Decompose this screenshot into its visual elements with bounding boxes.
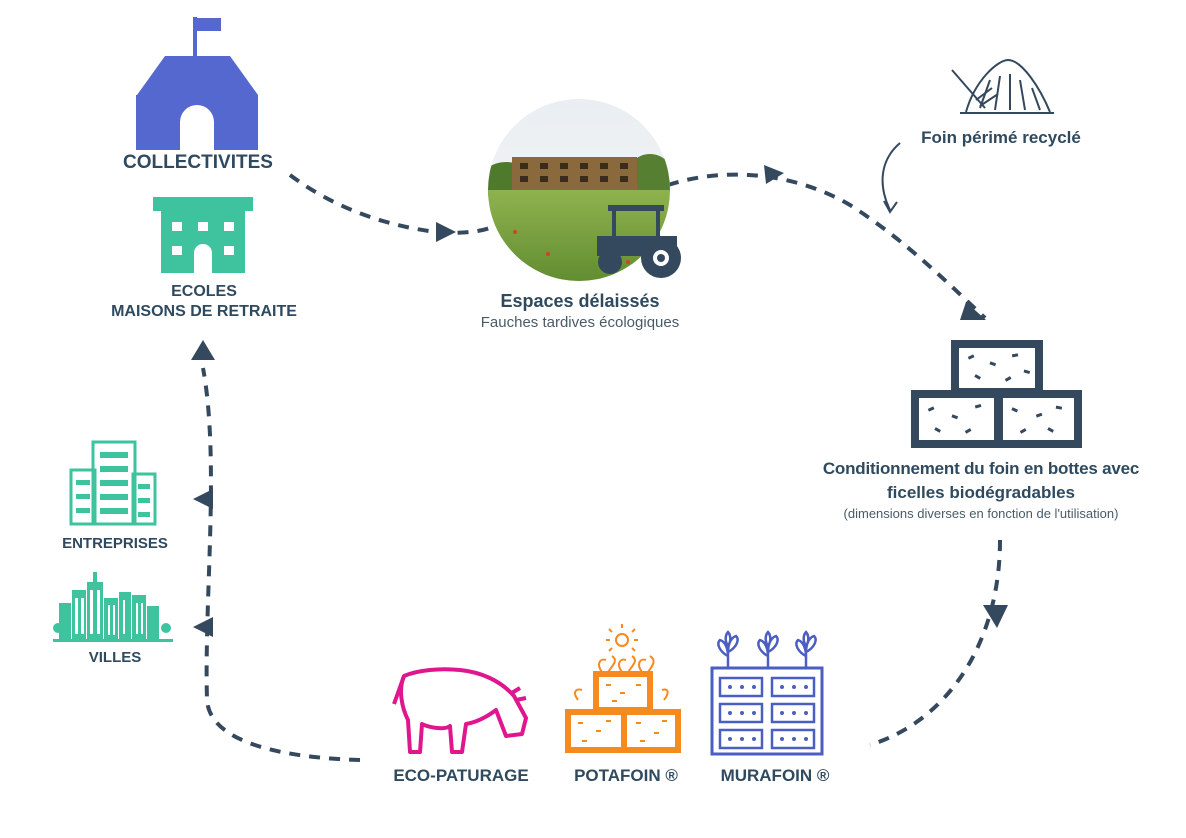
villes-label: VILLES (88, 649, 142, 666)
arrow-products-to-ecoles (201, 367, 361, 762)
arrowhead-entreprises (193, 489, 213, 509)
school-building-icon (153, 197, 253, 273)
espaces-subtitle: Fauches tardives écologiques (480, 314, 680, 331)
meadow-tractor-icon (488, 99, 681, 281)
ecoles-label: ECOLES MAISONS DE RETRAITE (86, 282, 322, 322)
hay-bales-icon (911, 340, 1082, 448)
entreprises-label: ENTREPRISES (62, 535, 168, 552)
ecoles-line2: MAISONS DE RETRAITE (111, 303, 297, 320)
flow-arrows (201, 172, 1002, 762)
conditionnement-label: Conditionnement du foin en bottes avec f… (776, 457, 1186, 523)
arrowhead-espaces (436, 222, 456, 242)
arrow-bottes-to-products (869, 539, 1002, 747)
espaces-label: Espaces délaissés Fauches tardives écolo… (430, 290, 730, 334)
foin-label: Foin périmé recyclé (921, 128, 1081, 147)
foin-curve-arrow (881, 142, 901, 211)
arrow-heads (191, 165, 1008, 637)
town-hall-icon (136, 17, 258, 150)
conditionnement-line2: ficelles biodégradables (886, 483, 1075, 502)
collectivites-label: COLLECTIVITES (123, 152, 273, 173)
foin-curve-arrowhead (883, 200, 898, 214)
arrowhead-down (983, 605, 1008, 628)
arrowhead-villes (193, 617, 213, 637)
arrow-espaces-to-bottes (667, 172, 987, 320)
conditionnement-line3: (dimensions diverses en fonction de l'ut… (843, 506, 1119, 521)
eco-paturage-label: ECO-PATURAGE (393, 766, 529, 785)
office-buildings-icon (69, 440, 157, 526)
arrowhead-right-top (764, 165, 784, 184)
ecoles-line1: ECOLES (171, 283, 237, 300)
espaces-title: Espaces délaissés (500, 291, 660, 311)
arrow-collectivites-to-espaces (288, 173, 491, 235)
arrowhead-bottes (960, 302, 986, 320)
cow-icon (392, 667, 528, 754)
planted-hay-bales-icon (565, 624, 681, 753)
haystack-pitchfork-icon (951, 58, 1054, 114)
green-wall-icon (710, 630, 824, 756)
city-skyline-icon (53, 572, 173, 642)
murafoin-label: MURAFOIN ® (720, 766, 830, 785)
potafoin-label: POTAFOIN ® (574, 766, 678, 785)
arrowhead-ecoles (191, 340, 215, 360)
conditionnement-line1: Conditionnement du foin en bottes avec (822, 459, 1140, 478)
